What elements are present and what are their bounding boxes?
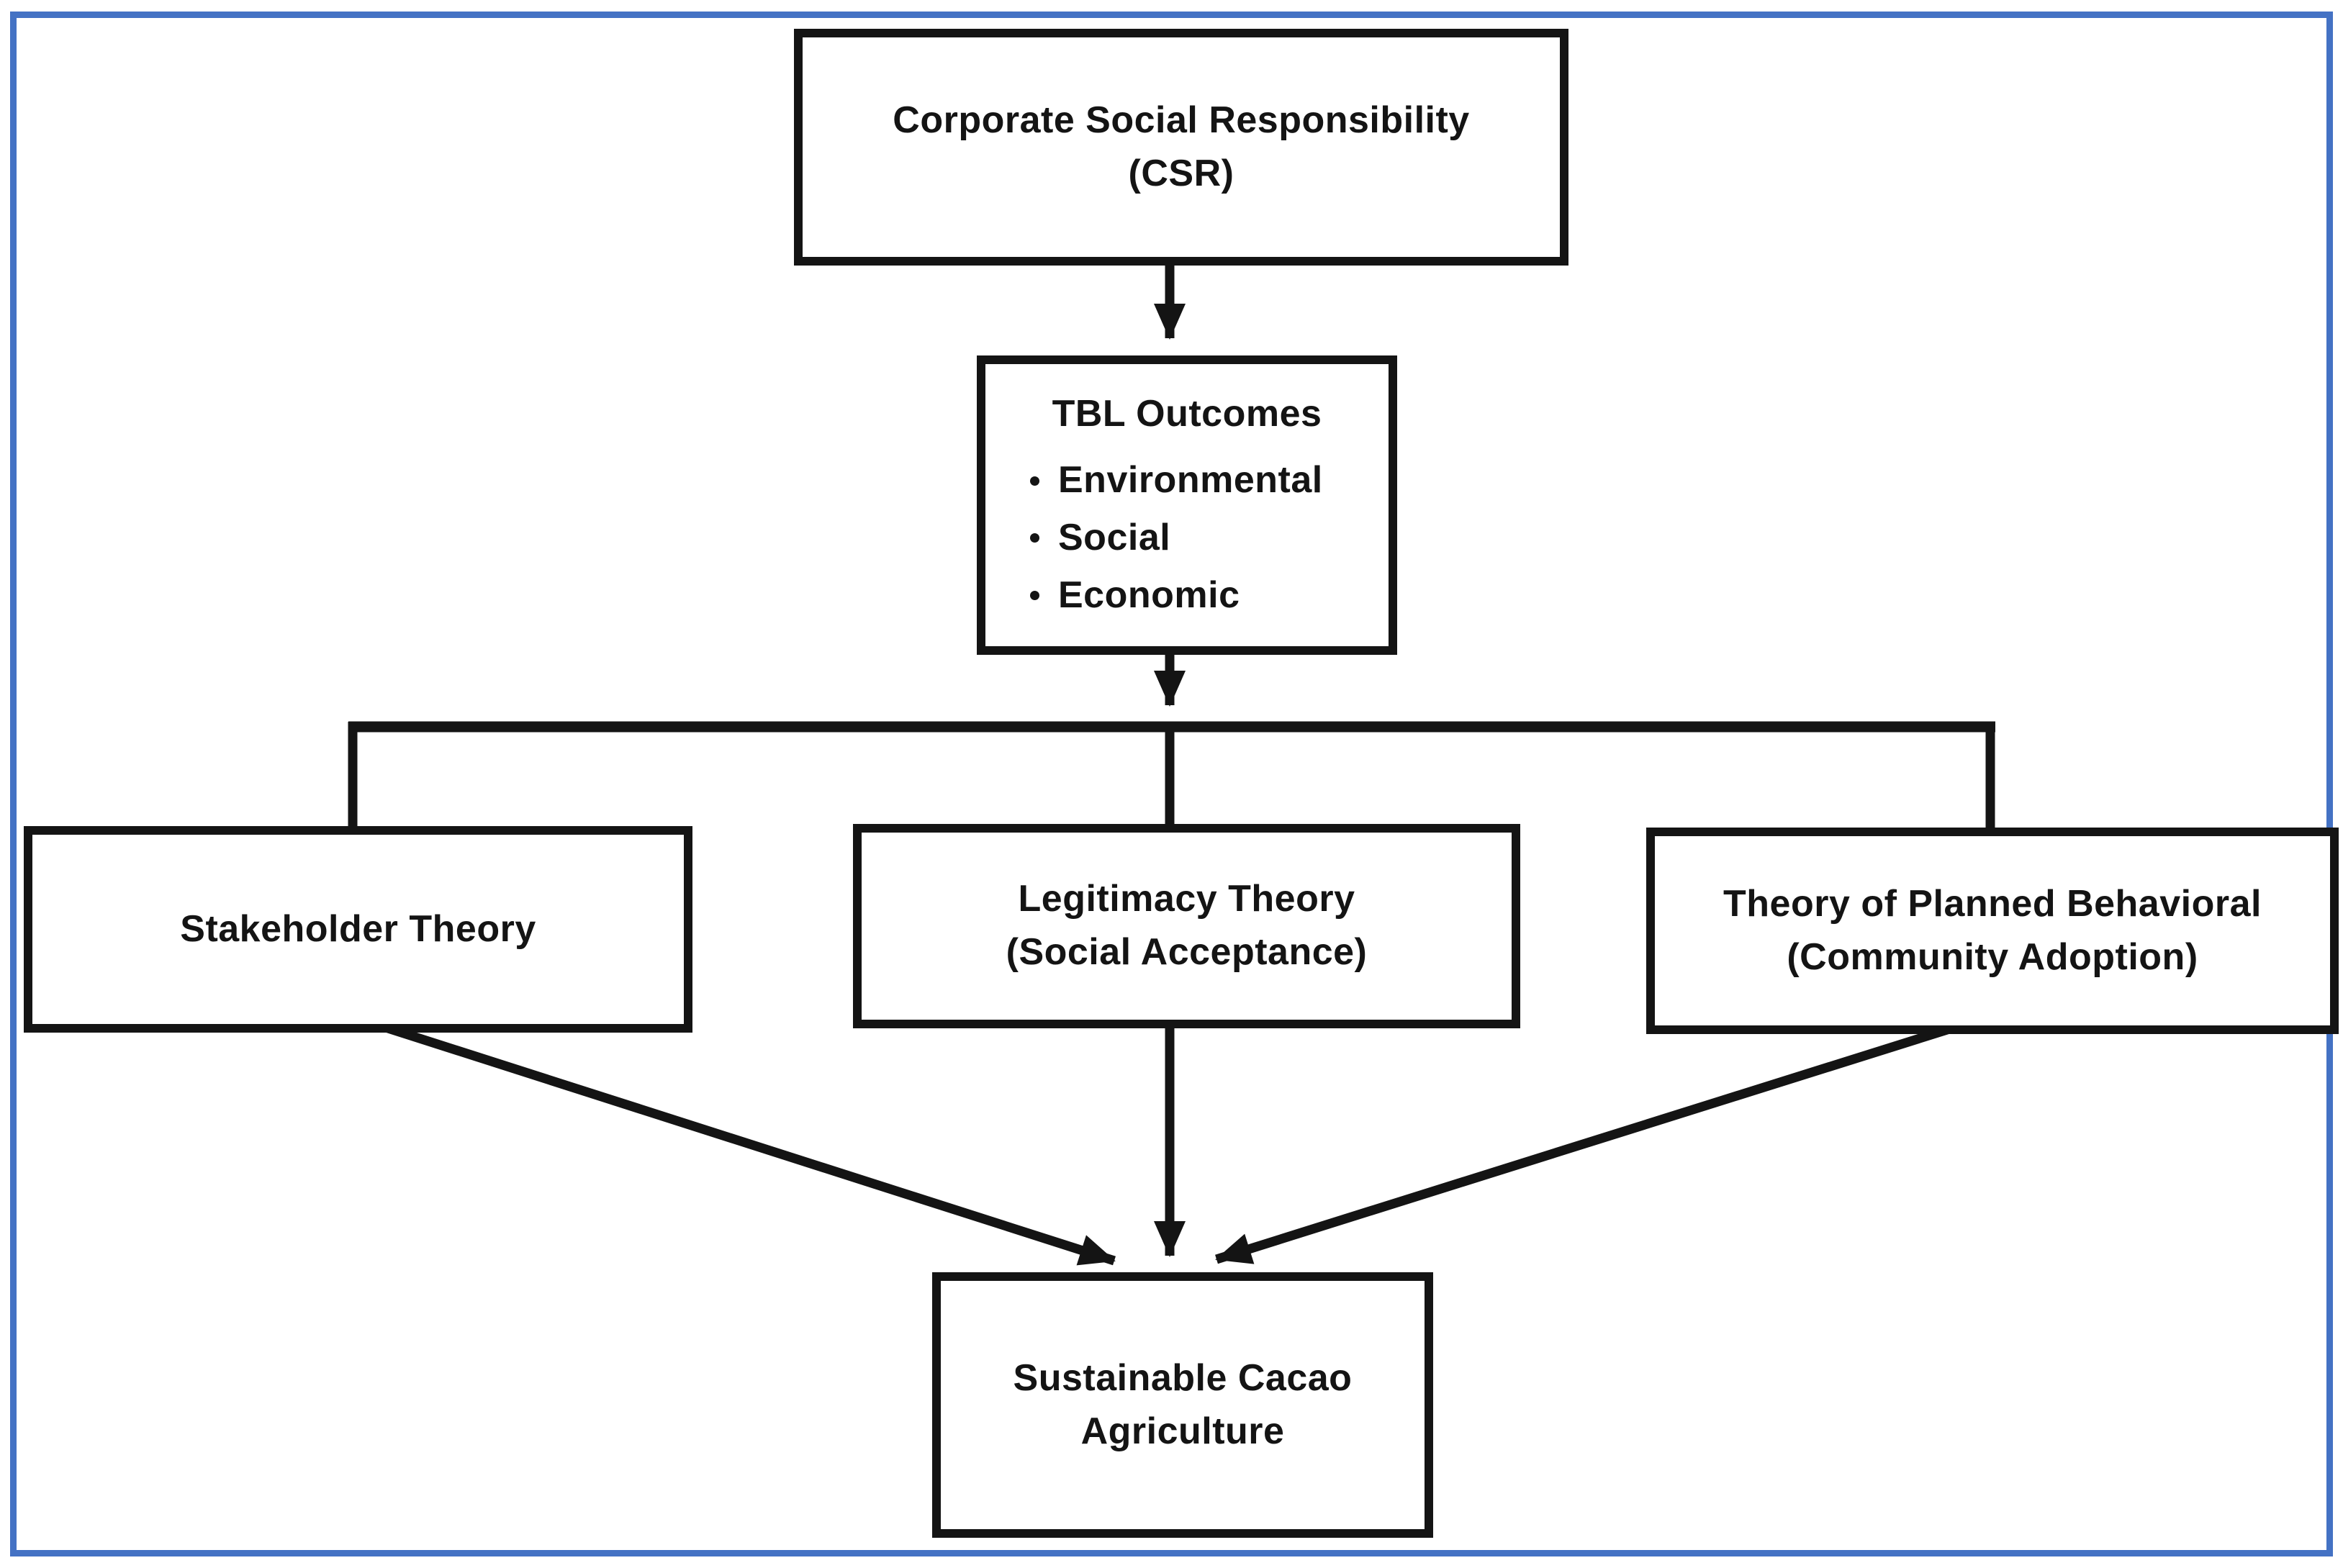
node-legitimacy: Legitimacy Theory (Social Acceptance)	[853, 824, 1520, 1028]
list-item: Environmental	[1030, 454, 1389, 507]
node-outcome: Sustainable Cacao Agriculture	[932, 1272, 1433, 1538]
node-legitimacy-line2: (Social Acceptance)	[1006, 931, 1368, 973]
node-csr-line1: Corporate Social Responsibility	[893, 99, 1470, 141]
bullet-icon	[1030, 476, 1039, 486]
edge-stakeholder-to-outcome	[351, 1012, 1116, 1266]
tbl-bullet-environmental: Environmental	[1058, 459, 1323, 502]
bullet-icon	[1030, 533, 1039, 543]
list-item: Social	[1030, 512, 1389, 565]
tbl-bullet-social: Social	[1058, 517, 1171, 558]
node-stakeholder: Stakeholder Theory	[24, 826, 692, 1033]
node-tbl: TBL Outcomes Environmental Social Econom…	[977, 355, 1397, 655]
list-item: Economic	[1030, 569, 1389, 622]
node-tpb-line1: Theory of Planned Behavioral	[1723, 882, 2262, 925]
node-outcome-line1: Sustainable Cacao	[1013, 1356, 1353, 1399]
node-csr-line2: (CSR)	[1128, 152, 1234, 194]
node-stakeholder-line1: Stakeholder Theory	[180, 907, 536, 950]
node-outcome-line2: Agriculture	[1080, 1410, 1285, 1452]
tbl-bullet-list: Environmental Social Economic	[985, 454, 1389, 622]
node-tbl-title: TBL Outcomes	[1052, 393, 1322, 435]
bullet-icon	[1030, 591, 1039, 601]
tbl-bullet-economic: Economic	[1058, 574, 1240, 616]
node-tpb: Theory of Planned Behavioral (Community …	[1646, 828, 2339, 1034]
node-tpb-line2: (Community Adoption)	[1787, 935, 2198, 978]
node-csr: Corporate Social Responsibility (CSR)	[794, 29, 1568, 266]
node-legitimacy-line1: Legitimacy Theory	[1018, 878, 1355, 920]
edge-tpb-to-outcome	[1215, 1013, 1985, 1264]
